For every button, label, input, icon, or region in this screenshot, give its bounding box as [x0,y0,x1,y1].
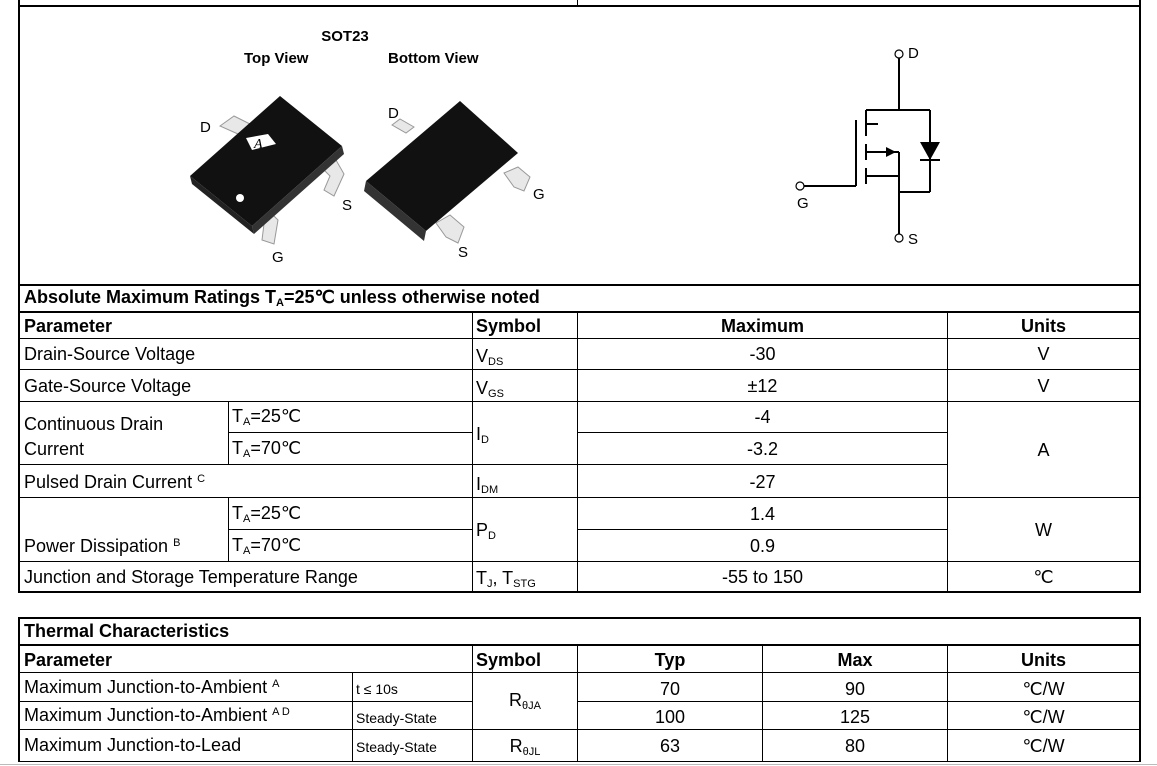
package-name: SOT23 [321,28,369,45]
row-tj-maximum: -55 to 150 [721,567,804,587]
schematic-pin-d: D [908,45,919,62]
row-tj-units: ℃ [1033,567,1054,587]
thermal-row-lead-max: 80 [844,736,866,756]
row-vds-symbol: VDS [476,346,504,368]
row-id-parameter-line1: Continuous Drain [24,414,164,434]
thermal-title: Thermal Characteristics [24,621,230,641]
thermal-row-ambient-steady-parameter: Maximum Junction-to-Ambient A D [24,705,290,725]
row-id-maximum-70: -3.2 [746,439,779,459]
row-idm-parameter: Pulsed Drain Current C [24,472,206,492]
p-channel-mosfet-symbol [795,49,940,243]
abs-max-header-parameter: Parameter [24,316,113,336]
abs-max-header-symbol: Symbol [476,316,542,336]
schematic-pin-g: G [797,195,809,212]
thermal-row-ambient-10s-units: ℃/W [1022,679,1065,699]
thermal-header-symbol: Symbol [476,650,542,670]
thermal-header-typ: Typ [654,650,686,670]
thermal-row-ambient-10s-max: 90 [844,679,866,699]
row-tj-symbol: TJ, TSTG [476,568,536,590]
row-pd-parameter: Power Dissipation B [24,536,181,556]
row-id-condition-25: TA=25℃ [232,406,302,428]
row-pd-symbol: PD [476,520,496,542]
row-vds-units: V [1037,344,1050,364]
bottom-view-label: Bottom View [388,50,479,67]
thermal-row-ambient-steady-condition: Steady-State [356,710,437,726]
row-idm-symbol: IDM [476,474,499,496]
row-tj-parameter: Junction and Storage Temperature Range [24,567,358,587]
thermal-header-units: Units [1021,650,1066,670]
sot23-bottom-view-drawing [364,101,531,244]
thermal-row-lead-typ: 63 [659,736,681,756]
thermal-header-max: Max [837,650,873,670]
abs-max-title: Absolute Maximum Ratings TA=25℃ unless o… [24,287,540,309]
row-id-maximum-25: -4 [754,407,771,427]
row-id-parameter-line2: Current [24,439,85,459]
row-current-units: A [1037,440,1050,460]
row-vds-maximum: -30 [749,344,776,364]
row-pd-units: W [1035,520,1052,540]
abs-max-header-maximum: Maximum [720,316,805,336]
schematic-pin-s: S [908,231,919,248]
row-vgs-units: V [1037,376,1050,396]
sot23-top-view-drawing: A [190,96,345,245]
top-view-pin-g: G [272,249,284,266]
row-idm-maximum: -27 [749,472,776,492]
row-vgs-symbol: VGS [476,378,504,400]
bottom-view-pin-s: S [458,244,469,261]
thermal-header-parameter: Parameter [24,650,113,670]
row-pd-maximum-70: 0.9 [749,536,776,556]
bottom-view-pin-d: D [388,105,399,122]
thermal-row-ambient-steady-units: ℃/W [1022,707,1065,727]
row-id-condition-70: TA=70℃ [232,438,302,460]
row-pd-condition-25: TA=25℃ [232,503,302,525]
thermal-row-lead-units: ℃/W [1022,736,1065,756]
row-vgs-maximum: ±12 [747,376,778,396]
thermal-row-ambient-10s-typ: 70 [659,679,681,699]
thermal-symbol-rthjl: RθJL [509,736,541,758]
thermal-row-ambient-steady-max: 125 [839,707,871,727]
thermal-row-ambient-10s-parameter: Maximum Junction-to-Ambient A [24,677,280,697]
top-view-label: Top View [244,50,309,67]
row-vds-parameter: Drain-Source Voltage [24,344,196,364]
abs-max-header-units: Units [1021,316,1066,336]
thermal-symbol-rthja: RθJA [509,690,541,712]
row-pd-maximum-25: 1.4 [749,504,776,524]
top-view-pin-s: S [342,197,353,214]
row-id-symbol: ID [476,424,489,446]
svg-text:A: A [253,137,263,152]
thermal-row-ambient-steady-typ: 100 [654,707,686,727]
thermal-row-lead-parameter: Maximum Junction-to-Lead [24,735,242,755]
top-view-pin-d: D [200,119,211,136]
row-pd-condition-70: TA=70℃ [232,535,302,557]
bottom-view-pin-g: G [533,186,545,203]
thermal-row-ambient-10s-condition: t ≤ 10s [356,681,398,697]
row-vgs-parameter: Gate-Source Voltage [24,376,192,396]
thermal-row-lead-condition: Steady-State [356,739,437,755]
